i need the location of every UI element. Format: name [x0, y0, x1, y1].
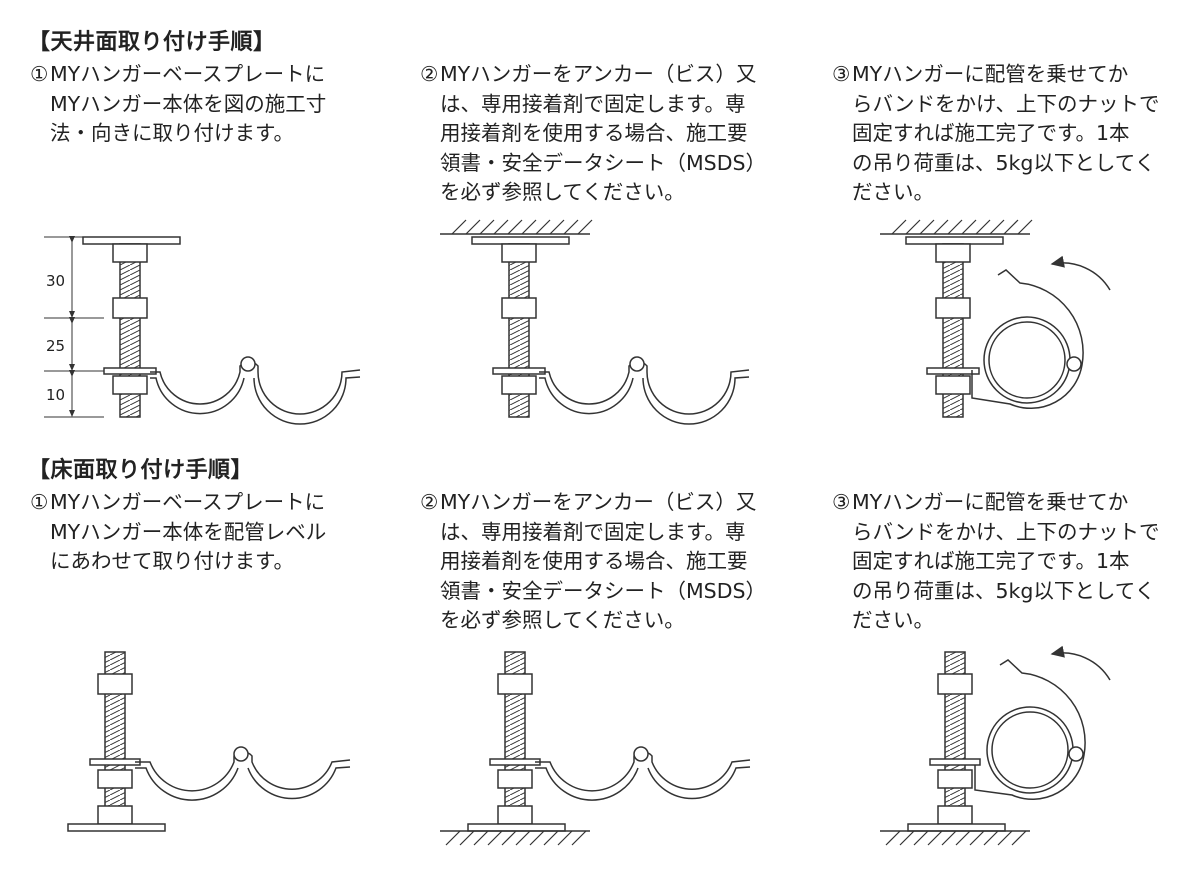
floor-figure-2 [440, 651, 751, 846]
ceiling-figure-1 [44, 236, 361, 425]
floor-figure-3 [880, 645, 1111, 846]
ceiling-figure-3 [880, 219, 1111, 418]
floor-step-2: ②MYハンガーをアンカー（ビス）又 は、専用接着剤で固定します。専 用接着剤を使… [420, 490, 766, 632]
ceiling-step-3: ③MYハンガーに配管を乗せてか らバンドをかけ、上下のナットで 固定すれば施工完… [832, 62, 1160, 204]
dim-10: 10 [46, 386, 65, 404]
floor-figure-1 [67, 651, 351, 832]
dim-25: 25 [46, 337, 65, 355]
floor-heading: 【床面取り付け手順】 [28, 458, 254, 483]
ceiling-figure-2 [440, 219, 750, 425]
floor-step-1: ①MYハンガーベースプレートに MYハンガー本体を配管レベル にあわせて取り付け… [30, 490, 327, 573]
dim-30: 30 [46, 272, 65, 290]
ceiling-step-2: ②MYハンガーをアンカー（ビス）又 は、専用接着剤で固定します。専 用接着剤を使… [420, 62, 766, 204]
floor-step-3: ③MYハンガーに配管を乗せてか らバンドをかけ、上下のナットで 固定すれば施工完… [832, 490, 1160, 632]
ceiling-heading: 【天井面取り付け手順】 [28, 30, 276, 55]
ceiling-step-1: ①MYハンガーベースプレートに MYハンガー本体を図の施工寸 法・向きに取り付け… [30, 62, 327, 145]
